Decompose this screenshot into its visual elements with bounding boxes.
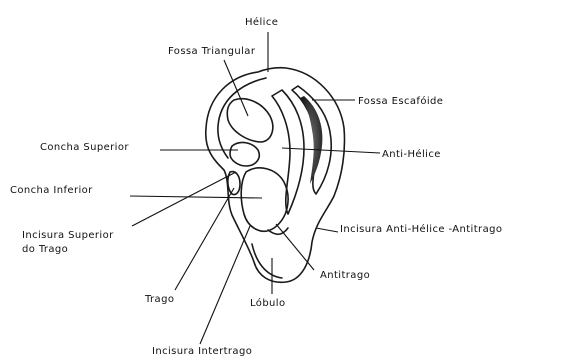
leader-incisura-intertrago <box>200 226 250 344</box>
label-incisura-superior-line2: do Trago <box>22 244 68 255</box>
label-lobulo: Lóbulo <box>250 297 286 309</box>
label-antitrago: Antitrago <box>320 270 370 281</box>
label-helice: Hélice <box>245 16 278 28</box>
concha-superior-shape <box>230 143 259 166</box>
label-fossa-escafoide: Fossa Escafóide <box>358 95 443 107</box>
label-incisura-superior-line1: Incisura Superior <box>22 230 114 241</box>
lobule-shape <box>252 244 282 278</box>
label-concha-inferior: Concha Inferior <box>10 185 93 196</box>
label-incisura-intertrago: Incisura Intertrago <box>152 346 252 357</box>
label-fossa-triangular: Fossa Triangular <box>168 46 256 57</box>
leader-concha-inferior <box>130 196 262 198</box>
label-incisura-anti-helice: Incisura Anti-Hélice -Antitrago <box>340 223 502 235</box>
label-concha-superior: Concha Superior <box>40 142 129 153</box>
leader-antitrago <box>276 224 314 270</box>
leader-incisura-anti-helice <box>316 228 338 232</box>
triangular-fossa <box>227 99 273 142</box>
label-trago: Trago <box>144 294 174 305</box>
leader-incisura-superior <box>132 172 236 226</box>
label-anti-helice: Anti-Hélice <box>382 148 441 160</box>
concha-inferior-shape <box>241 168 288 231</box>
leader-trago <box>175 188 234 290</box>
helix-rim <box>218 78 266 158</box>
